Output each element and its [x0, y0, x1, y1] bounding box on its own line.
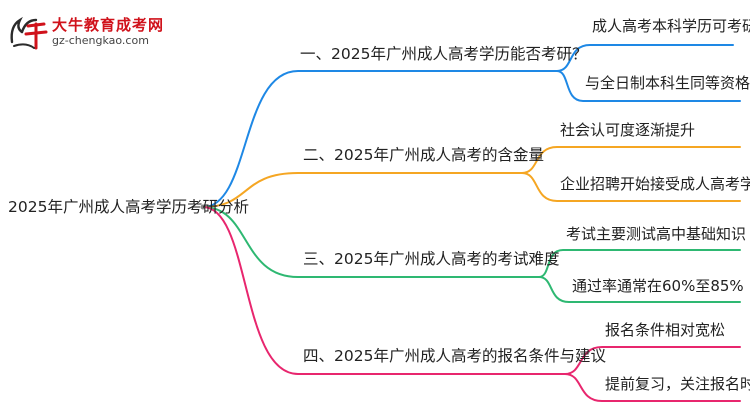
branch-3-leaf-1[interactable]: 考试主要测试高中基础知识: [566, 225, 747, 243]
branch-1-label[interactable]: 一、2025年广州成人高考学历能否考研？: [300, 45, 588, 63]
branch-2-leaf-1[interactable]: 社会认可度逐渐提升: [560, 121, 696, 139]
branch-1-leaf-2[interactable]: 与全日制本科生同等资格: [585, 74, 750, 92]
branch-3-label[interactable]: 三、2025年广州成人高考的考试难度: [303, 250, 560, 268]
branch-2-leaf-2[interactable]: 企业招聘开始接受成人高考学历: [560, 175, 750, 193]
branch-4-leaf-1-connector: [564, 346, 741, 375]
branch-4-connector: [202, 206, 566, 375]
logo-title: 大牛教育成考网: [52, 16, 165, 34]
branch-3-connector: [202, 206, 540, 278]
logo-url: gz-chengkao.com: [52, 34, 149, 47]
branch-1-leaf-2-connector: [556, 70, 741, 102]
site-logo[interactable]: 大牛教育成考网 gz-chengkao.com: [6, 12, 166, 52]
branch-2-leaf-2-connector: [521, 172, 741, 202]
branch-1-leaf-1-connector: [556, 44, 734, 72]
branch-1-leaf-1[interactable]: 成人高考本科学历可考研: [592, 17, 750, 35]
branch-4-leaf-2-connector: [564, 373, 741, 402]
bull-logo-icon: [10, 16, 48, 50]
branch-4-leaf-2[interactable]: 提前复习，关注报名时间: [605, 375, 750, 393]
branch-2-connector: [202, 172, 523, 208]
branch-4-leaf-1[interactable]: 报名条件相对宽松: [605, 321, 726, 339]
root-topic[interactable]: 2025年广州成人高考学历考研分析: [8, 198, 249, 216]
branch-1-connector: [202, 70, 558, 208]
branch-3-leaf-2[interactable]: 通过率通常在60%至85%: [572, 277, 744, 295]
branch-2-label[interactable]: 二、2025年广州成人高考的含金量: [303, 146, 544, 164]
branch-4-label[interactable]: 四、2025年广州成人高考的报名条件与建议: [303, 347, 606, 365]
branch-3-leaf-2-connector: [538, 276, 741, 303]
branch-2-leaf-1-connector: [521, 146, 741, 174]
branch-3-leaf-1-connector: [538, 249, 741, 278]
root-node-dot: [200, 204, 206, 210]
